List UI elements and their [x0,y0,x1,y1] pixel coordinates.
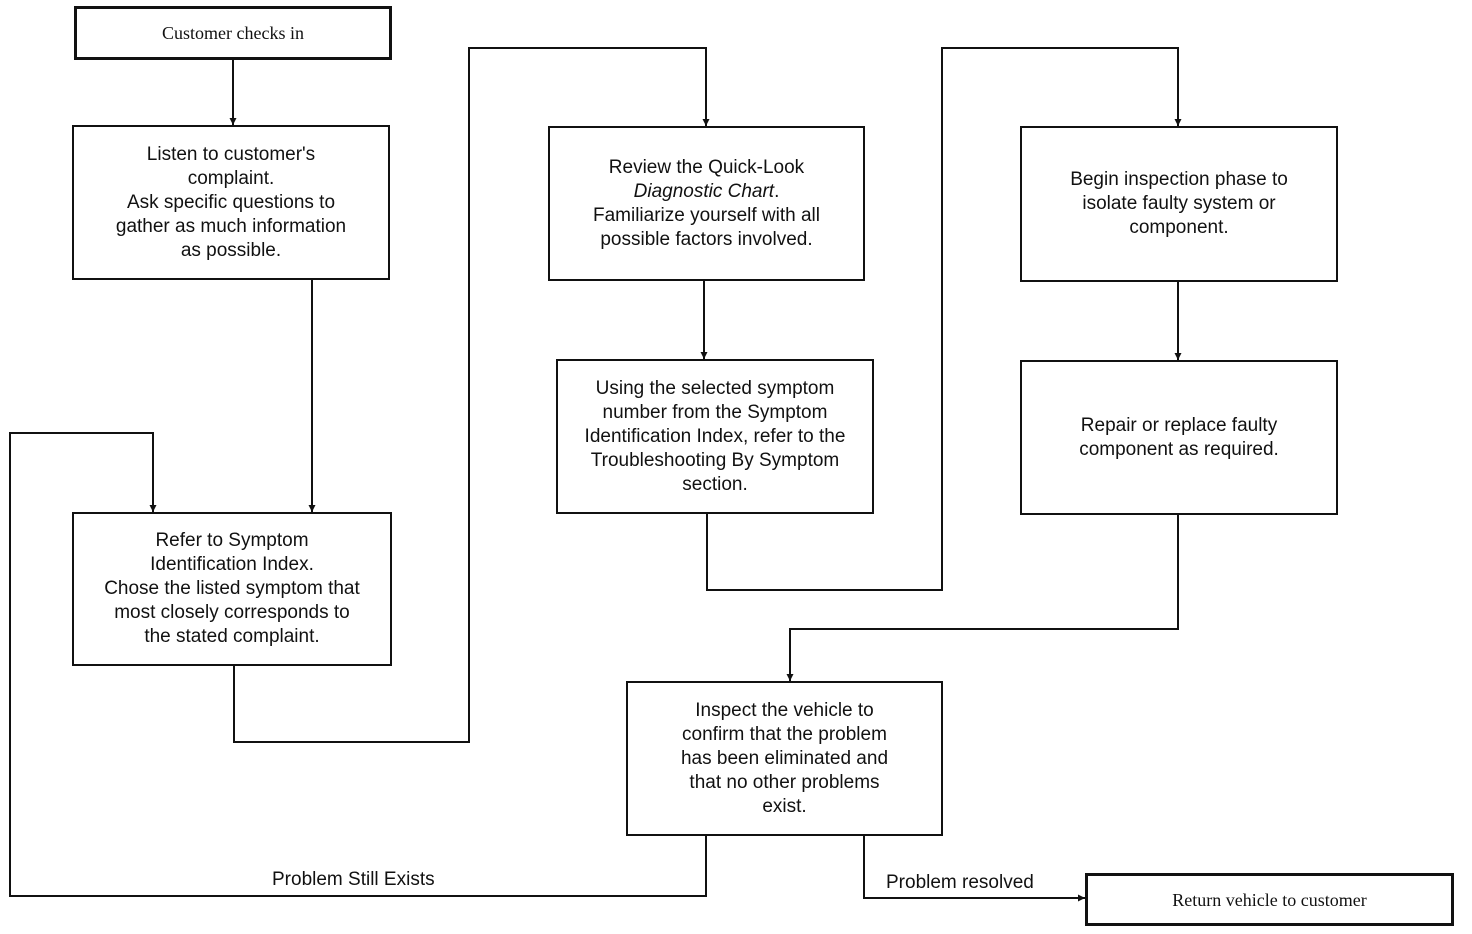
edge-label-problem-still-exists: Problem Still Exists [272,869,435,890]
node-return-vehicle: Return vehicle to customer [1085,873,1454,926]
node-begin-inspection-text: Begin inspection phase to isolate faulty… [1070,169,1288,238]
node-review-quick-look-text: Review the Quick-Look Diagnostic Chart. … [593,156,820,252]
connector-repair-to-inspect [786,515,1179,681]
node-listen-to-complaint-text: Listen to customer's complaint. Ask spec… [115,143,347,261]
connector-refer-to-review [233,47,710,743]
review-line-3: Familiarize yourself with all possible f… [592,204,820,250]
connector-problem-still-exists [9,432,707,897]
edge-label-problem-resolved: Problem resolved [886,872,1034,893]
review-line-2-rest: . [774,180,780,202]
node-listen-to-complaint: Listen to customer's complaint. Ask spec… [72,125,390,280]
node-inspect-vehicle: Inspect the vehicle to confirm that the … [626,681,943,836]
node-customer-checks-in-text: Customer checks in [162,23,304,43]
node-repair-replace: Repair or replace faulty component as re… [1020,360,1338,515]
node-repair-replace-text: Repair or replace faulty component as re… [1079,414,1279,460]
node-review-quick-look: Review the Quick-Look Diagnostic Chart. … [548,126,865,281]
connector-problem-resolved [863,836,1085,902]
node-using-selected-symptom-text: Using the selected symptom number from t… [584,377,846,495]
node-refer-symptom-index-text: Refer to Symptom Identification Index. C… [104,530,360,647]
node-inspect-vehicle-text: Inspect the vehicle to confirm that the … [680,699,889,817]
node-return-vehicle-text: Return vehicle to customer [1172,889,1367,910]
review-diagnostic-chart: Diagnostic Chart [633,180,775,202]
node-begin-inspection: Begin inspection phase to isolate faulty… [1020,126,1338,282]
connector-using-to-begin [706,47,1182,591]
review-line-1: Review the Quick-Look [608,156,805,178]
node-customer-checks-in: Customer checks in [74,6,392,60]
node-refer-symptom-index: Refer to Symptom Identification Index. C… [72,512,392,666]
node-using-selected-symptom: Using the selected symptom number from t… [556,359,874,514]
